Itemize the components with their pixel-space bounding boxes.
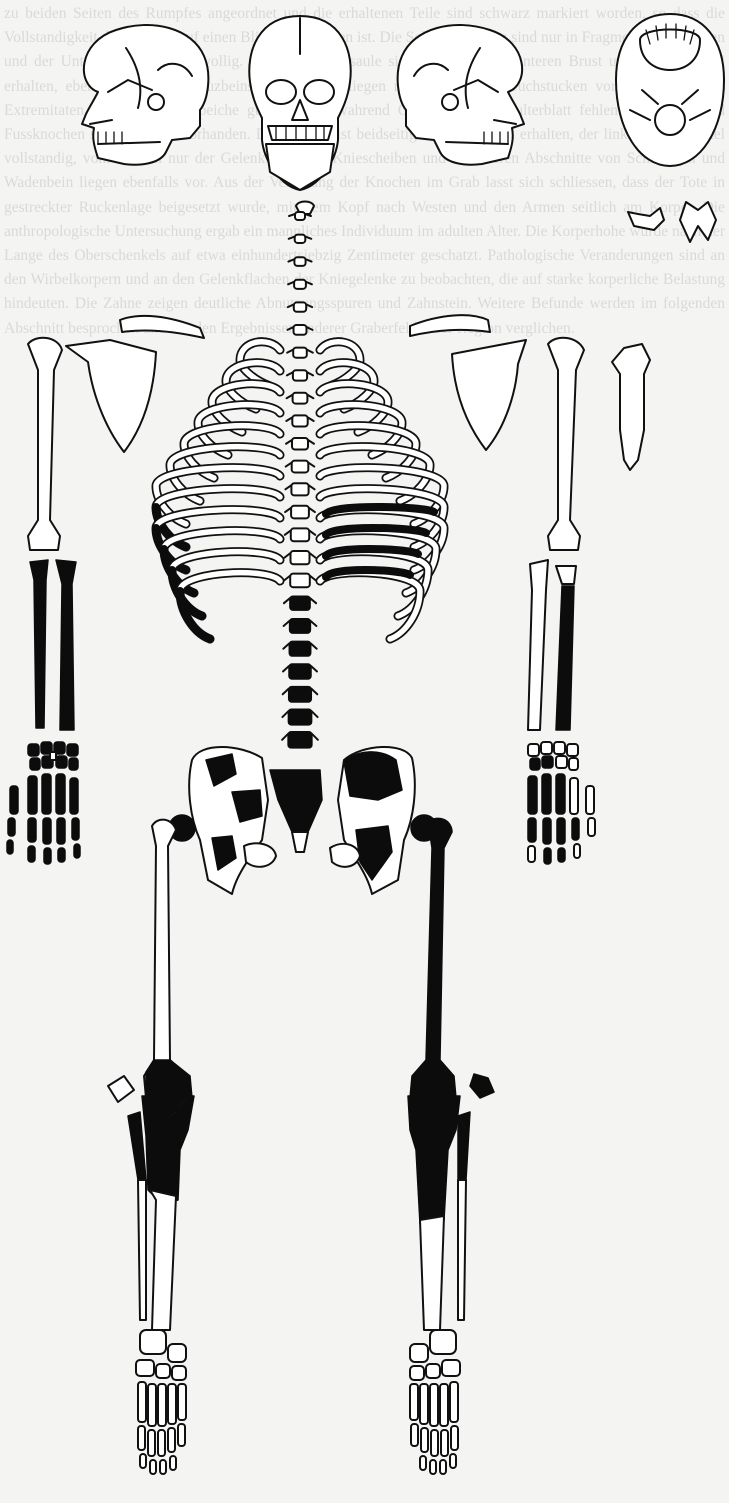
- skull-basal: [616, 14, 724, 166]
- foot-right: [410, 1330, 460, 1474]
- ulna-right: [556, 566, 576, 730]
- scapula-right: [452, 340, 526, 450]
- scapula-left: [66, 340, 156, 452]
- ulna-left: [30, 560, 48, 728]
- vertebra: [295, 235, 306, 243]
- vertebra: [291, 483, 308, 495]
- humerus-left: [28, 338, 62, 550]
- tibia-left: [142, 1096, 194, 1330]
- os-coxae-left: [189, 747, 276, 894]
- femur-right: [410, 815, 456, 1098]
- vertebra: [290, 619, 311, 633]
- vertebra: [293, 393, 308, 404]
- hand-left: [7, 742, 80, 864]
- vertebra: [289, 641, 310, 656]
- ribs-right: [320, 342, 444, 639]
- ribs-left: [156, 342, 280, 639]
- sacrum: [270, 770, 322, 852]
- femur-left: [144, 815, 195, 1098]
- vertebra: [291, 506, 309, 519]
- sternum: [612, 344, 650, 470]
- vertebra: [290, 596, 310, 610]
- vertebral-column: [282, 212, 318, 748]
- os-coxae-right: [330, 747, 415, 894]
- radius-left: [56, 560, 76, 730]
- tibia-right: [408, 1096, 460, 1330]
- vertebra: [294, 257, 305, 266]
- vertebra: [294, 325, 307, 335]
- hand-right: [528, 742, 595, 864]
- vertebra: [294, 280, 306, 289]
- vertebra: [288, 732, 312, 748]
- vertebra: [292, 461, 309, 473]
- mandible-fragments: [628, 202, 716, 242]
- humerus-right: [548, 338, 584, 550]
- vertebra: [292, 438, 308, 450]
- radius-right: [528, 560, 548, 730]
- vertebra: [293, 370, 307, 380]
- patella-right: [470, 1074, 494, 1098]
- vertebra: [291, 528, 309, 541]
- vertebra: [291, 551, 310, 564]
- vertebra: [289, 664, 311, 679]
- clavicle-left: [120, 316, 204, 338]
- patella-left: [108, 1076, 134, 1102]
- fibula-left: [128, 1112, 146, 1320]
- vertebra: [293, 348, 307, 358]
- foot-left: [136, 1330, 186, 1474]
- skull-left-lateral: [82, 25, 208, 165]
- vertebra: [290, 574, 310, 588]
- vertebra: [295, 212, 305, 220]
- skull-right-lateral: [398, 25, 524, 165]
- clavicle-right: [410, 315, 490, 336]
- skull-frontal: [249, 16, 350, 190]
- fibula-right: [458, 1112, 470, 1320]
- vertebra: [289, 687, 312, 702]
- vertebra: [288, 709, 311, 725]
- vertebra: [294, 302, 306, 311]
- vertebra: [292, 415, 307, 426]
